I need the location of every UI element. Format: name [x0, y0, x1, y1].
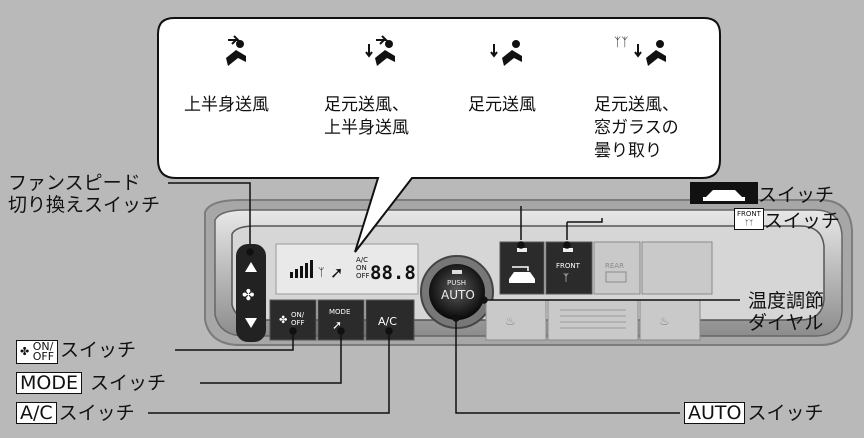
display-ac-a: A/C — [356, 256, 368, 264]
callout-bubble — [157, 17, 721, 253]
seat-heat-left — [485, 299, 547, 341]
ac-key-icon: A/C — [16, 402, 57, 424]
auto-key-icon: AUTO — [684, 402, 746, 424]
display-temperature: 88.8 — [370, 262, 416, 284]
leader-fan-onoff — [175, 333, 294, 351]
leader-fan-speed — [168, 182, 251, 244]
svg-text:➚: ➚ — [332, 318, 342, 332]
recirc-key-icon — [690, 182, 758, 204]
right-blank-button — [641, 241, 713, 295]
mode-face-icon — [226, 35, 246, 66]
rear-defrost-button — [593, 241, 641, 295]
leader-front-defrost — [566, 218, 603, 240]
label-fan-speed-switch: ファンスピード 切り換えスイッチ — [8, 172, 161, 216]
lcd-display — [275, 243, 419, 295]
fan-up-arrow-icon — [245, 262, 257, 272]
display-fan-bars-icon — [290, 260, 313, 278]
front-text: FRONT — [556, 262, 581, 270]
ac-key-text: A/C — [378, 315, 397, 328]
recirc-car-icon — [509, 272, 535, 283]
mode-label-floor: 足元送風 — [468, 95, 536, 115]
auto-text: AUTO — [441, 288, 475, 302]
svg-text:♨: ♨ — [505, 314, 516, 328]
rear-text: REAR — [605, 262, 624, 270]
mode-label-face: 上半身送風 — [184, 95, 269, 115]
label-mode-switch: MODE スイッチ — [16, 372, 166, 394]
mode-label-floor-defrost: 足元送風、 窓ガラスの 曇り取り — [594, 95, 679, 161]
svg-text:♨: ♨ — [659, 314, 670, 328]
mode-floor-icon — [490, 40, 522, 66]
push-text: PUSH — [447, 279, 466, 287]
mode-key-text: MODE — [329, 308, 350, 316]
svg-text:✤: ✤ — [279, 315, 287, 326]
fan-icon: ✤ — [242, 286, 255, 304]
leader-ac — [148, 333, 390, 414]
fan-onoff-on: ON/ — [291, 311, 305, 319]
display-ac-off: OFF — [356, 272, 370, 280]
display-ac-on: ON — [356, 264, 367, 272]
fan-down-arrow-icon — [245, 318, 257, 328]
mode-bilevel-icon — [365, 35, 395, 66]
label-recirc-switch: スイッチ — [690, 182, 834, 206]
leader-auto — [455, 320, 680, 414]
seat-vent-grille — [547, 299, 639, 341]
fan-onoff-key-icon: ✤ ON/OFF — [16, 340, 59, 364]
mode-key-icon: MODE — [16, 372, 82, 394]
fan-speed-column — [236, 244, 266, 342]
leader-mode — [200, 333, 342, 384]
svg-text:ᛉ: ᛉ — [563, 273, 569, 284]
fan-onoff-off: OFF — [291, 319, 305, 327]
mode-label-bilevel: 足元送風、 上半身送風 — [324, 95, 409, 138]
svg-text:ᛉᛉ: ᛉᛉ — [614, 35, 628, 49]
mode-floor-defrost-icon: ᛉᛉ — [614, 35, 666, 66]
display-mode-icon: ➚ — [330, 263, 343, 282]
temp-dial-knob — [429, 264, 485, 320]
display-defrost-icon: ᛉ — [318, 266, 325, 279]
seat-heat-right — [639, 299, 701, 341]
label-temp-dial: 温度調節 ダイヤル — [748, 290, 825, 334]
